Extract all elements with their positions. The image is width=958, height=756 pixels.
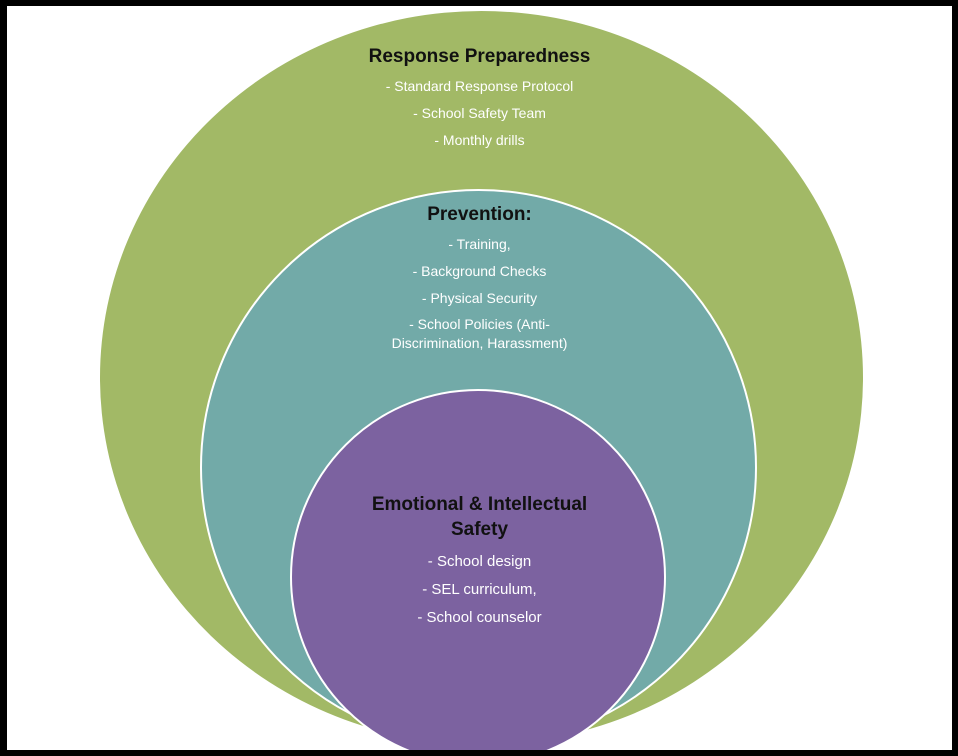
emotional-intellectual-safety-list: - School design - SEL curriculum, - Scho… [352, 548, 607, 632]
list-item: - School Safety Team [413, 105, 546, 121]
prevention-list-wrapped: - School Policies (Anti-Discrimination, … [327, 315, 632, 353]
list-item: - School design [427, 553, 532, 570]
inner-circle-emotional-safety [290, 389, 666, 750]
slide-canvas: Response Preparedness - Standard Respons… [7, 6, 952, 750]
emotional-intellectual-safety-block: Emotional & Intellectual Safety - School… [352, 492, 607, 632]
list-item: - Physical Security [421, 290, 538, 306]
prevention-title: Prevention: [427, 204, 532, 225]
list-item: - Monthly drills [434, 132, 525, 148]
list-item: - SEL curriculum, [422, 581, 537, 598]
list-item: - Standard Response Protocol [385, 78, 574, 94]
list-item: - Training, [448, 236, 511, 252]
prevention-list: - Training, - Background Checks - Physic… [327, 231, 632, 312]
response-preparedness-list: - Standard Response Protocol - School Sa… [307, 73, 652, 154]
prevention-block: Prevention: - Training, - Background Che… [327, 202, 632, 353]
response-preparedness-title: Response Preparedness [368, 46, 591, 67]
response-preparedness-block: Response Preparedness - Standard Respons… [307, 44, 652, 154]
emotional-intellectual-safety-title: Emotional & Intellectual Safety [371, 494, 588, 540]
list-item: - School Policies (Anti-Discrimination, … [391, 316, 568, 351]
list-item: - Background Checks [412, 263, 547, 279]
list-item: - School counselor [417, 609, 542, 626]
